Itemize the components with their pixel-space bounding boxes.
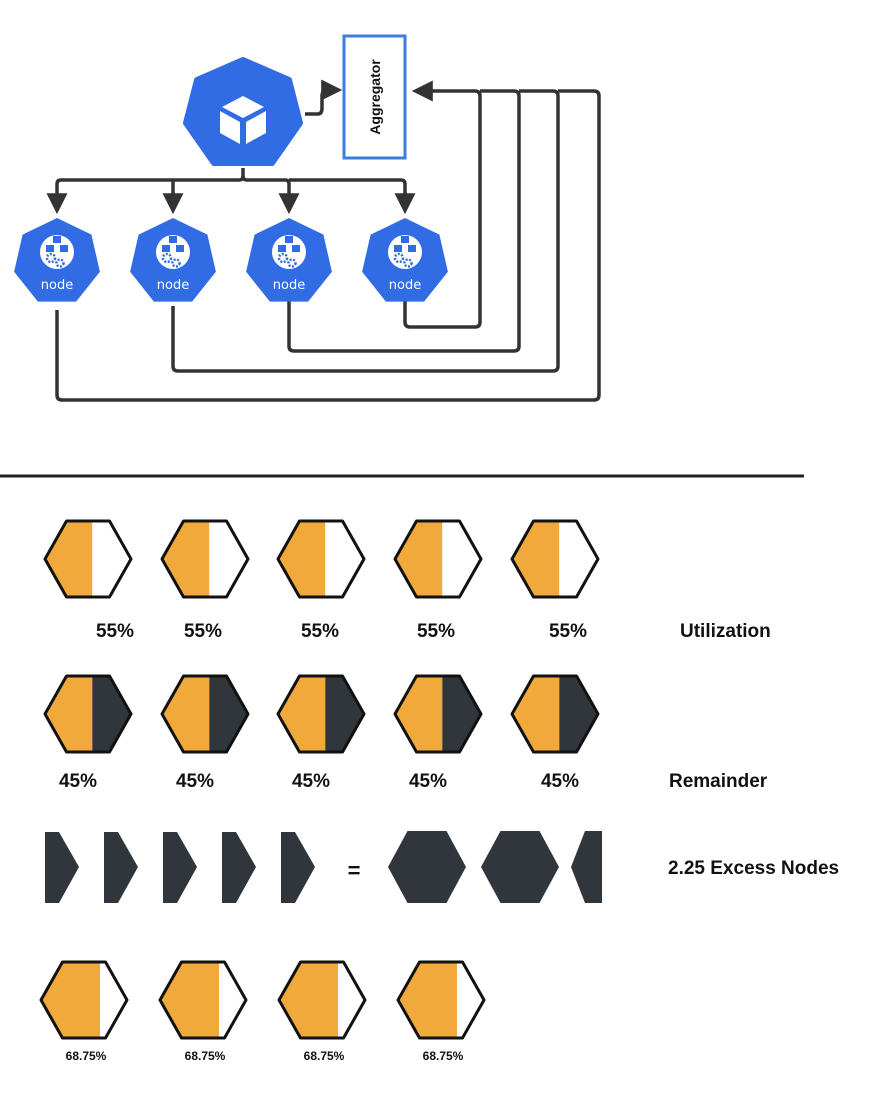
used-fill	[162, 676, 210, 752]
worker-node: node	[14, 218, 100, 302]
redistributed-row: 68.75% 68.75% 68.75% 68.75%	[39, 960, 486, 1063]
pods-gear-icon	[393, 236, 416, 268]
remainder-value: 45%	[541, 771, 579, 792]
remaining-fill	[209, 676, 248, 752]
node-icon-bg	[156, 235, 190, 269]
node-label: node	[41, 278, 73, 293]
worker-nodes: node node node node	[14, 218, 448, 302]
excess-row	[45, 831, 602, 903]
remaining-fill	[559, 521, 598, 597]
used-fill	[398, 962, 458, 1038]
used-fill	[278, 676, 326, 752]
redistributed-hexagon	[39, 960, 129, 1040]
used-fill	[512, 521, 560, 597]
worker-node: node	[130, 218, 216, 302]
utilization-label: Utilization	[680, 621, 771, 642]
utilization-hexagon	[43, 519, 133, 599]
remaining-fill	[325, 676, 364, 752]
remainder-value: 45%	[59, 771, 97, 792]
redistributed-value: 68.75%	[185, 1049, 226, 1063]
fanout-lines	[46, 168, 416, 215]
remaining-fill	[559, 676, 598, 752]
aggregator-box: Aggregator	[342, 34, 407, 160]
remainder-slice	[104, 832, 138, 903]
used-fill	[45, 521, 93, 597]
aggregator-label: Aggregator	[367, 59, 383, 135]
remaining-fill	[92, 676, 131, 752]
pods-gear-icon	[277, 236, 300, 268]
return-lines	[55, 80, 601, 402]
node-icon-bg	[40, 235, 74, 269]
node-label: node	[273, 278, 305, 293]
remainder-value: 45%	[176, 771, 214, 792]
utilization-hexagon	[510, 519, 600, 599]
utilization-value: 55%	[96, 621, 134, 642]
equals-sign: =	[348, 858, 361, 883]
node-label: node	[157, 278, 189, 293]
remainder-slice	[222, 832, 256, 903]
utilization-value: 55%	[417, 621, 455, 642]
used-fill	[41, 962, 101, 1038]
utilization-hexagon	[160, 519, 250, 599]
used-fill	[395, 521, 443, 597]
redistributed-hexagon	[277, 960, 367, 1040]
excess-label: 2.25 Excess Nodes	[668, 858, 839, 879]
used-fill	[279, 962, 339, 1038]
node-icon-bg	[388, 235, 422, 269]
worker-node: node	[246, 218, 332, 302]
remainder-hexagon	[276, 674, 366, 754]
utilization-row: 55% 55% 55% 55% 55%	[43, 519, 600, 642]
remaining-fill	[209, 521, 248, 597]
used-fill	[512, 676, 560, 752]
pods-gear-icon	[161, 236, 184, 268]
node-icon-bg	[272, 235, 306, 269]
excess-node-hexagon	[388, 831, 466, 903]
utilization-hexagon	[393, 519, 483, 599]
redistributed-value: 68.75%	[66, 1049, 107, 1063]
pods-gear-icon	[45, 236, 68, 268]
utilization-value: 55%	[301, 621, 339, 642]
used-fill	[162, 521, 210, 597]
remainder-slice	[281, 832, 315, 903]
worker-node: node	[362, 218, 448, 302]
utilization-value: 55%	[184, 621, 222, 642]
used-fill	[278, 521, 326, 597]
used-fill	[45, 676, 93, 752]
remaining-fill	[442, 676, 481, 752]
redistributed-hexagon	[396, 960, 486, 1040]
redistributed-hexagon	[158, 960, 248, 1040]
remainder-hexagon	[43, 674, 133, 754]
remaining-fill	[325, 521, 364, 597]
cube-icon	[220, 96, 266, 144]
connector-line	[305, 79, 343, 116]
used-fill	[160, 962, 220, 1038]
remainder-hexagon	[510, 674, 600, 754]
remaining-fill	[442, 521, 481, 597]
remainder-slice	[163, 832, 197, 903]
remainder-value: 45%	[409, 771, 447, 792]
remainder-label: Remainder	[669, 771, 768, 792]
remainder-value: 45%	[292, 771, 330, 792]
redistributed-value: 68.75%	[423, 1049, 464, 1063]
utilization-value: 55%	[549, 621, 587, 642]
remainder-slice	[45, 832, 79, 903]
redistributed-value: 68.75%	[304, 1049, 345, 1063]
excess-node-hexagon	[481, 831, 559, 903]
remainder-row: 45% 45% 45% 45% 45%	[43, 674, 600, 792]
used-fill	[395, 676, 443, 752]
excess-node-partial	[571, 831, 602, 903]
remainder-hexagon	[160, 674, 250, 754]
remaining-fill	[92, 521, 131, 597]
utilization-hexagon	[276, 519, 366, 599]
remainder-hexagon	[393, 674, 483, 754]
architecture-diagram: Aggregator node node node node	[14, 34, 601, 402]
node-label: node	[389, 278, 421, 293]
control-plane-node	[183, 57, 303, 166]
